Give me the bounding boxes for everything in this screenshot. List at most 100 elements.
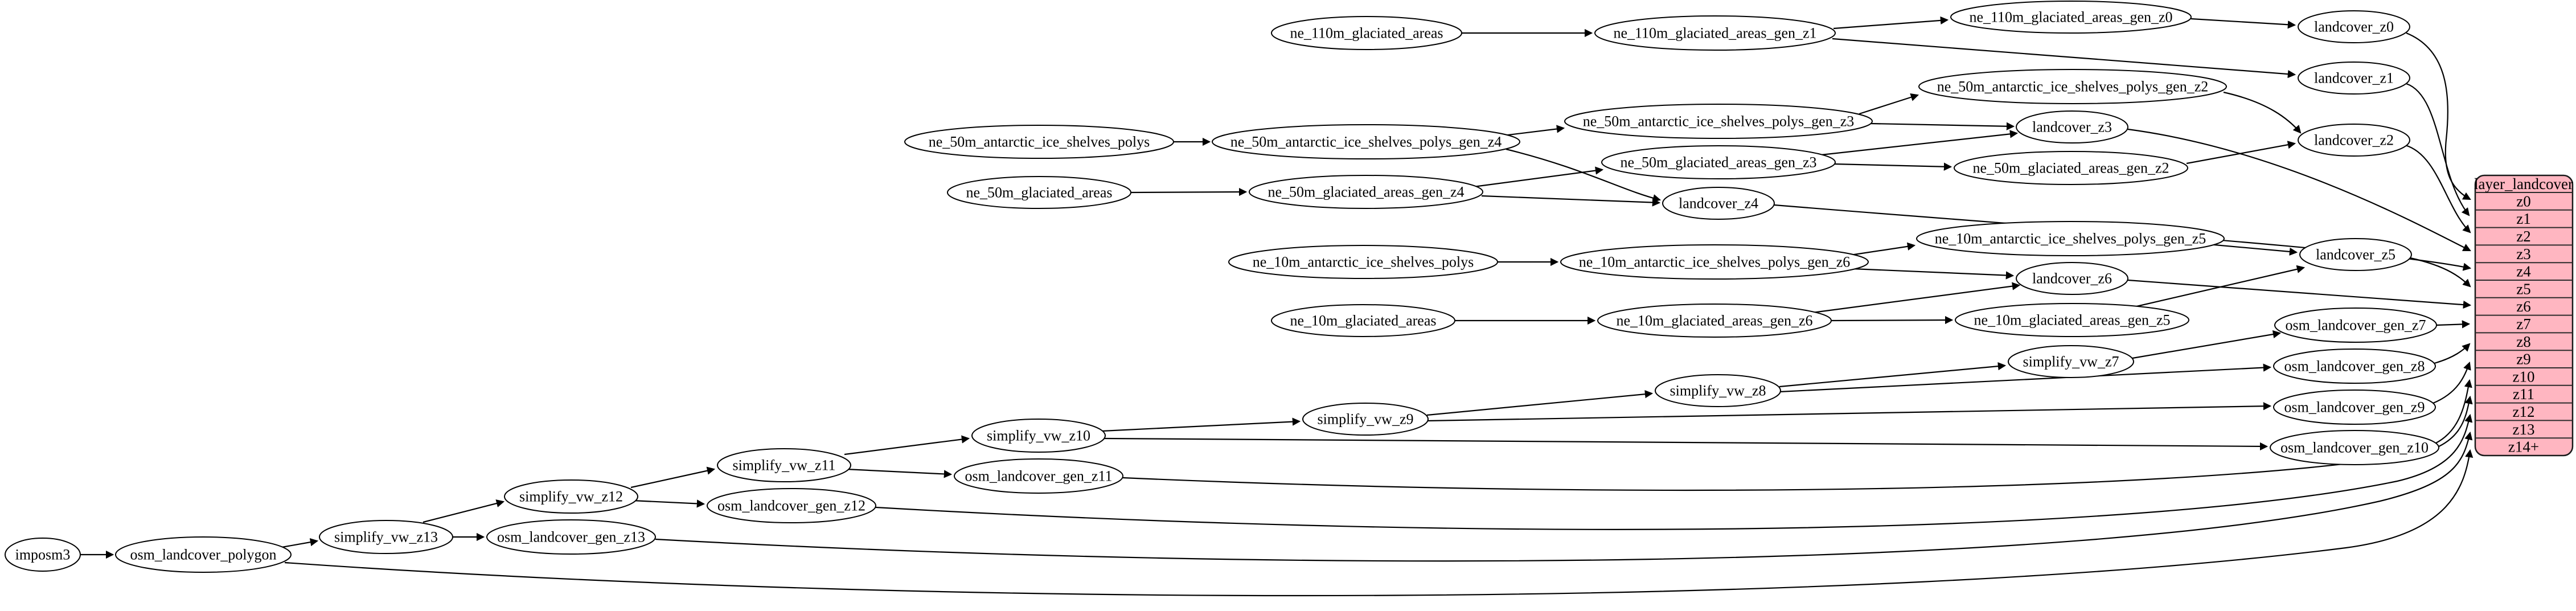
table-row-z2: z2 (2516, 228, 2530, 245)
edge-ne-50m-shelves-gen-z3-to-gen-z2 (1859, 93, 1919, 115)
node-imposm3: imposm3 (5, 538, 81, 572)
edge-simplify-z13-to-simplify-z12 (423, 499, 505, 523)
edge-ne-10m-glaciated-gen-z6-to-landcover-z6 (1812, 282, 2021, 314)
node-label: ne_10m_glaciated_areas_gen_z5 (1974, 312, 2170, 329)
node-label: ne_110m_glaciated_areas_gen_z0 (1969, 9, 2172, 26)
node-label: simplify_vw_z7 (2023, 354, 2119, 370)
node-label: ne_50m_glaciated_areas (966, 184, 1113, 201)
edge-gen-z12-to-row-z12 (875, 413, 2473, 530)
node-ne-10m-glaciated-areas-gen-z6: ne_10m_glaciated_areas_gen_z6 (1597, 304, 1832, 338)
node-label: ne_10m_antarctic_ice_shelves_polys_gen_z… (1935, 231, 2206, 247)
node-label: osm_landcover_gen_z13 (497, 529, 645, 546)
edge-ne-10m-shelves-gen-z5-to-landcover-z5 (2208, 243, 2298, 256)
edge-simplify-z12-to-gen-z12 (631, 499, 705, 508)
edge-simplify-z10-to-gen-z10 (1104, 437, 2269, 451)
table-row-z13: z13 (2513, 421, 2535, 438)
edge-gen-z11-to-row-z11 (1122, 395, 2473, 491)
node-landcover-z2: landcover_z2 (2298, 124, 2410, 157)
node-label: landcover_z5 (2316, 247, 2395, 263)
node-label: osm_landcover_gen_z12 (717, 498, 865, 514)
node-label: landcover_z2 (2314, 132, 2394, 149)
node-label: ne_110m_glaciated_areas (1290, 25, 1443, 42)
table-row-z4: z4 (2516, 263, 2531, 280)
node-label: osm_landcover_gen_z7 (2286, 317, 2426, 334)
node-simplify-vw-z7: simplify_vw_z7 (2008, 345, 2134, 378)
node-ne-50m-glaciated-areas: ne_50m_glaciated_areas (947, 176, 1131, 209)
node-label: osm_landcover_gen_z10 (2280, 440, 2429, 456)
edge-simplify-z11-to-gen-z11 (846, 468, 953, 478)
edge-ne-10m-glaciated-gen-z6-to-gen-z5 (1831, 315, 1954, 325)
node-label: landcover_z3 (2032, 119, 2112, 136)
node-label: ne_50m_antarctic_ice_shelves_polys_gen_z… (1583, 113, 1855, 130)
node-label: ne_10m_glaciated_areas_gen_z6 (1616, 313, 1812, 329)
node-simplify-vw-z9: simplify_vw_z9 (1302, 403, 1429, 436)
edge-landcover-z6-to-row-z6 (2127, 279, 2472, 309)
node-ne-50m-glaciated-areas-gen-z4: ne_50m_glaciated_areas_gen_z4 (1249, 175, 1483, 209)
node-ne-50m-antarctic-ice-shelves-polys-gen-z4: ne_50m_antarctic_ice_shelves_polys_gen_z… (1212, 124, 1520, 159)
node-label: osm_landcover_polygon (130, 547, 276, 563)
node-ne-50m-antarctic-ice-shelves-polys-gen-z2: ne_50m_antarctic_ice_shelves_polys_gen_z… (1918, 69, 2227, 104)
node-label: ne_110m_glaciated_areas_gen_z1 (1613, 25, 1816, 42)
table-row-z3: z3 (2516, 245, 2530, 263)
node-label: ne_50m_antarctic_ice_shelves_polys_gen_z… (1230, 134, 1502, 150)
node-label: ne_50m_antarctic_ice_shelves_polys (929, 134, 1150, 150)
node-label: osm_landcover_gen_z11 (965, 468, 1113, 485)
edge-ne-50m-glaciated-gen-z3-to-gen-z2 (1833, 162, 1952, 171)
table-row-z12: z12 (2513, 403, 2535, 420)
edge-gen-z1-to-landcover-z1 (1832, 38, 2296, 79)
node-osm-landcover-polygon: osm_landcover_polygon (115, 536, 292, 573)
node-label: ne_10m_antarctic_ice_shelves_polys (1253, 254, 1474, 270)
edge-gen-z8-to-row-z8 (2434, 343, 2471, 364)
node-label: landcover_z1 (2314, 70, 2394, 87)
node-landcover-z0: landcover_z0 (2298, 10, 2410, 43)
node-landcover-z3: landcover_z3 (2016, 110, 2128, 143)
edge-ne-50m-shelves-gen-z4-to-gen-z3 (1503, 125, 1565, 137)
node-label: osm_landcover_gen_z8 (2284, 358, 2425, 375)
node-ne-110m-glaciated-areas: ne_110m_glaciated_areas (1271, 16, 1462, 50)
table-title: layer_landcover (2474, 175, 2573, 192)
table-row-z6: z6 (2516, 298, 2530, 315)
edge-landcover-z2-to-row-z2 (2405, 144, 2471, 233)
table-row-z11: z11 (2513, 386, 2534, 403)
node-ne-10m-glaciated-areas: ne_10m_glaciated_areas (1271, 304, 1455, 337)
node-landcover-z6: landcover_z6 (2016, 262, 2128, 295)
node-label: simplify_vw_z12 (519, 489, 623, 505)
node-label: ne_50m_glaciated_areas_gen_z4 (1268, 184, 1464, 200)
node-label: imposm3 (15, 547, 71, 563)
node-label: landcover_z6 (2032, 270, 2112, 287)
node-label: simplify_vw_z10 (987, 428, 1090, 444)
node-ne-10m-antarctic-ice-shelves-polys: ne_10m_antarctic_ice_shelves_polys (1228, 245, 1498, 279)
edge-ne-10m-shelves-gen-z6-to-landcover-z6 (1852, 268, 2015, 280)
table-row-z0: z0 (2516, 192, 2530, 210)
edge-simplify-z8-to-gen-z8 (1779, 363, 2272, 393)
node-simplify-vw-z13: simplify_vw_z13 (319, 520, 453, 554)
edge-landcover-z3-to-row-z3 (2127, 128, 2471, 251)
node-label: ne_50m_antarctic_ice_shelves_polys_gen_z… (1937, 79, 2209, 95)
node-landcover-z5: landcover_z5 (2299, 238, 2412, 271)
edge-simplify-z7-to-gen-z7 (2132, 330, 2282, 359)
node-ne-50m-antarctic-ice-shelves-polys-gen-z3: ne_50m_antarctic_ice_shelves_polys_gen_z… (1564, 104, 1873, 139)
node-osm-landcover-gen-z11: osm_landcover_gen_z11 (954, 458, 1123, 494)
edge-polygon-to-row-z14 (284, 449, 2474, 597)
node-osm-landcover-gen-z8: osm_landcover_gen_z8 (2273, 348, 2436, 384)
node-label: simplify_vw_z8 (1670, 383, 1766, 399)
node-ne-10m-antarctic-ice-shelves-polys-gen-z5: ne_10m_antarctic_ice_shelves_polys_gen_z… (1916, 221, 2225, 256)
edge-ne-50m-shelves-gen-z2-to-landcover-z2 (2223, 91, 2302, 134)
edge-gen-z9-to-row-z9 (2433, 361, 2471, 404)
edge-landcover-z5-to-row-z5 (2410, 257, 2471, 288)
edge-gen-z13-to-row-z13 (655, 431, 2473, 562)
node-osm-landcover-gen-z12: osm_landcover_gen_z12 (707, 488, 876, 523)
node-ne-110m-glaciated-areas-gen-z1: ne_110m_glaciated_areas_gen_z1 (1594, 15, 1836, 51)
node-osm-landcover-gen-z10: osm_landcover_gen_z10 (2270, 430, 2439, 465)
edge-polygon-to-simplify-z13 (281, 538, 319, 548)
edge-landcover-z0-to-row-z0 (2406, 32, 2471, 200)
edges-layer (80, 16, 2474, 597)
edge-simplify-z12-to-simplify-z11 (630, 466, 716, 489)
table-row-z9: z9 (2516, 351, 2530, 368)
node-ne-10m-glaciated-areas-gen-z5: ne_10m_glaciated_areas_gen_z5 (1955, 303, 2189, 337)
edge-simplify-z8-to-simplify-z7 (1779, 362, 2007, 388)
node-label: ne_10m_glaciated_areas (1290, 313, 1437, 329)
node-ne-10m-antarctic-ice-shelves-polys-gen-z6: ne_10m_antarctic_ice_shelves_polys_gen_z… (1560, 244, 1869, 280)
node-ne-50m-glaciated-areas-gen-z3: ne_50m_glaciated_areas_gen_z3 (1601, 145, 1836, 179)
